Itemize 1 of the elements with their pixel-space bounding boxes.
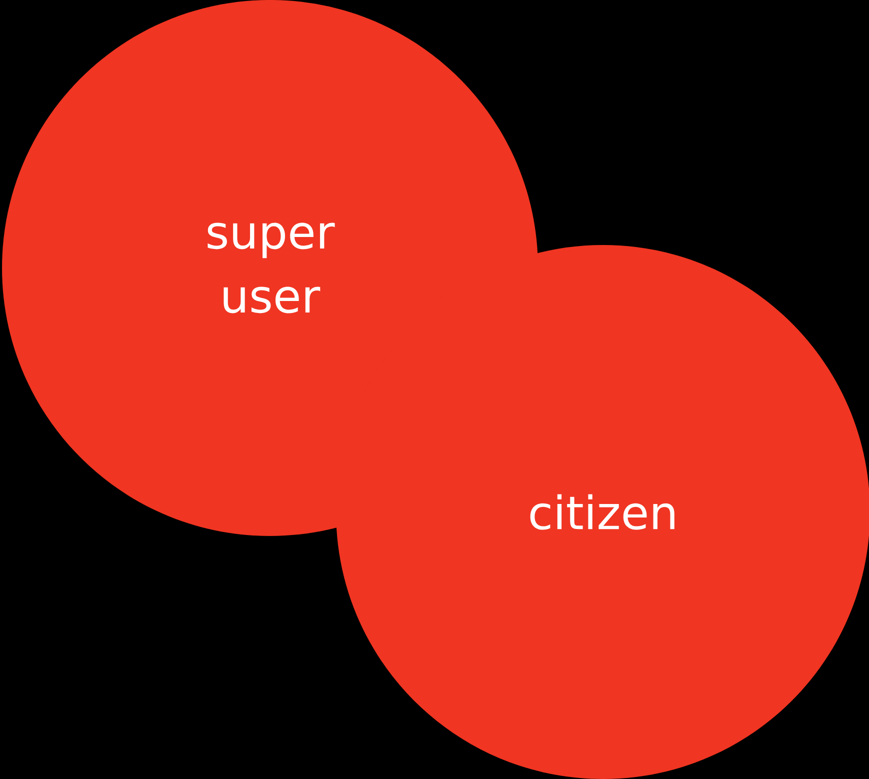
node-label: super user [208,222,335,314]
